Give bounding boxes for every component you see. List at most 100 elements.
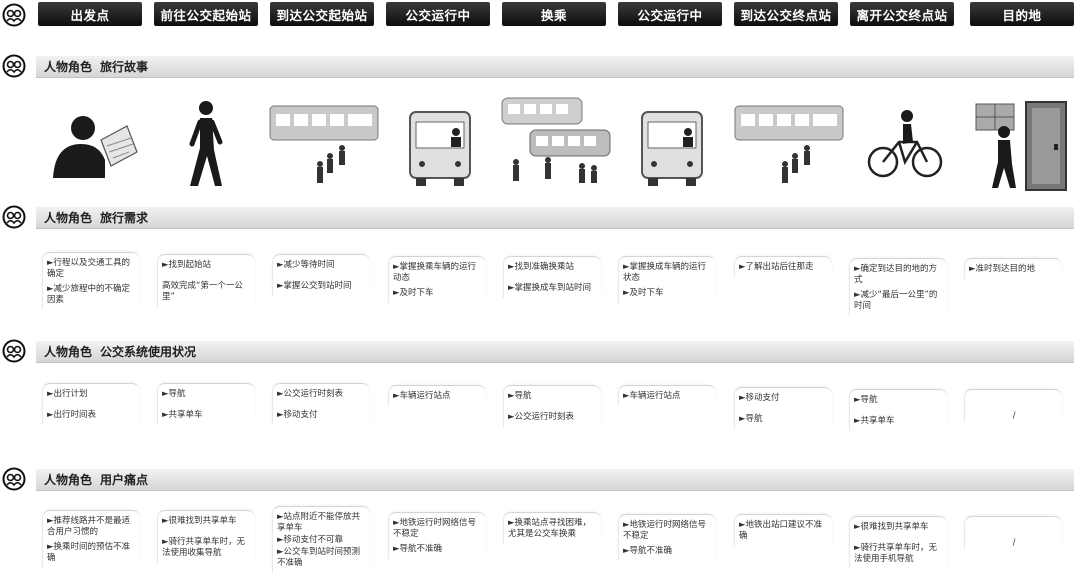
card-line: ►准时到达目的地 <box>969 264 1036 274</box>
card-line: ►出行时间表 <box>47 410 97 420</box>
bus-front-illustration <box>632 94 712 194</box>
card-line: ►公交车到站时间预测不准确 <box>277 547 361 568</box>
card-line: ►导航不准确 <box>623 546 673 556</box>
usage-card-in-transit-1: ►车辆运行站点 <box>388 385 486 406</box>
persona-icon <box>2 3 26 27</box>
bus-front-illustration <box>400 94 480 194</box>
stage-leave-terminal: 离开公交终点站 <box>850 2 954 26</box>
card-line: ►移动支付不可靠 <box>277 535 344 545</box>
card-empty-mark: / <box>1012 538 1016 548</box>
stage-transfer: 换乘 <box>502 2 606 26</box>
needs-card-departure: ►行程以及交通工具的确定 ►减少旅程中的不确定因素 <box>42 252 140 310</box>
card-line: ►减少“最后一公里”的时间 <box>854 290 938 311</box>
needs-card-destination: ►准时到达目的地 <box>964 258 1062 279</box>
card-line: ►导航 <box>739 414 763 424</box>
pain-card-arrive-start-station: ►站点附近不能停放共享单车 ►移动支付不可靠 ►公交车到站时间预测不准确 <box>272 506 370 573</box>
section-header-travel-story: 人物角色 旅行故事 <box>36 56 1074 78</box>
bus-stop-illustration <box>268 94 382 194</box>
stage-destination: 目的地 <box>970 2 1074 26</box>
card-line: ►共享单车 <box>854 416 895 426</box>
card-line: ►车辆运行站点 <box>623 391 681 401</box>
journey-stage-bar: 出发点 前往公交起始站 到达公交起始站 公交运行中 换乘 公交运行中 到达公交终… <box>38 2 1074 26</box>
needs-card-in-transit-2: ►掌握换成车辆的运行状态 ►及时下车 <box>618 256 716 303</box>
card-line: ►掌握公交到站时间 <box>277 281 352 291</box>
card-line: ►很难找到共享单车 <box>854 522 929 532</box>
usage-card-arrive-start-station: ►公交运行时刻表 ►移动支付 <box>272 383 370 425</box>
persona-icon <box>2 339 26 363</box>
card-line: ►确定到达目的地的方式 <box>854 264 938 285</box>
needs-card-transfer: ►找到准确换乘站 ►掌握换成车到站时间 <box>503 256 601 298</box>
needs-card-to-start-station: ►找到起始站 高效完成“第一个一公里” <box>157 254 255 307</box>
usage-card-transfer: ►导航 ►公交运行时刻表 <box>503 385 601 427</box>
card-line: ►地铁出站口建议不准确 <box>739 520 823 541</box>
pain-card-to-start-station: ►很难找到共享单车 ►骑行共享单车时，无法使用收集导航 <box>157 510 255 563</box>
section-persona-label: 人物角色 <box>44 60 93 74</box>
card-line: ►换乘站点寻找困难，尤其是公交车换乘 <box>508 518 592 539</box>
section-header-travel-needs: 人物角色 旅行需求 <box>36 207 1074 229</box>
stage-to-start-station: 前往公交起始站 <box>154 2 258 26</box>
needs-card-arrive-terminal: ►了解出站后往那走 <box>734 256 832 277</box>
bus-stop-illustration <box>733 94 847 194</box>
card-line: ►掌握换成车辆的运行状态 <box>623 262 707 283</box>
reading-map-illustration <box>45 94 145 194</box>
card-line: ►骑行共享单车时，无法使用收集导航 <box>162 537 246 558</box>
card-line: ►减少等待时间 <box>277 260 335 270</box>
section-persona-label: 人物角色 <box>44 211 93 225</box>
usage-card-departure: ►出行计划 ►出行时间表 <box>42 383 140 425</box>
card-line: ►车辆运行站点 <box>393 391 451 401</box>
usage-card-arrive-terminal: ►移动支付 ►导航 <box>734 387 832 429</box>
card-line: ►地铁运行时网络信号不稳定 <box>623 520 707 541</box>
card-line: ►移动支付 <box>277 410 318 420</box>
pain-card-departure: ►推荐线路并不是最适合用户习惯的 ►换乘时间的预估不准确 <box>42 510 140 568</box>
card-line: ►导航 <box>854 395 878 405</box>
section-title: 旅行故事 <box>100 60 149 74</box>
metro-transfer-illustration <box>500 94 612 194</box>
card-line: ►出行计划 <box>47 389 88 399</box>
card-line: ►减少旅程中的不确定因素 <box>47 284 131 305</box>
card-line: ►导航 <box>162 389 186 399</box>
section-persona-label: 人物角色 <box>44 345 93 359</box>
card-line: ►行程以及交通工具的确定 <box>47 258 131 279</box>
stage-in-transit-2: 公交运行中 <box>618 2 722 26</box>
needs-card-in-transit-1: ►掌握换乘车辆的运行动态 ►及时下车 <box>388 256 486 303</box>
card-line: ►移动支付 <box>739 393 780 403</box>
stage-arrive-terminal: 到达公交终点站 <box>734 2 838 26</box>
section-title: 用户痛点 <box>100 473 149 487</box>
card-line: 高效完成“第一个一公里” <box>162 281 243 302</box>
card-line: ►站点附近不能停放共享单车 <box>277 512 361 533</box>
card-line: ►及时下车 <box>623 288 664 298</box>
card-line: ►导航不准确 <box>393 544 443 554</box>
usage-card-leave-terminal: ►导航 ►共享单车 <box>849 389 947 431</box>
persona-icon <box>2 467 26 491</box>
pain-card-leave-terminal: ►很难找到共享单车 ►骑行共享单车时，无法使用手机导航 <box>849 516 947 569</box>
persona-icon <box>2 205 26 229</box>
section-title: 旅行需求 <box>100 211 149 225</box>
door-arrival-illustration <box>970 94 1070 194</box>
section-header-pain-points: 人物角色 用户痛点 <box>36 469 1074 491</box>
card-line: ►换乘时间的预估不准确 <box>47 542 131 563</box>
pain-card-transfer: ►换乘站点寻找困难，尤其是公交车换乘 <box>503 512 601 544</box>
card-line: ►掌握换乘车辆的运行动态 <box>393 262 477 283</box>
card-line: ►公交运行时刻表 <box>508 412 575 422</box>
pain-card-in-transit-2: ►地铁运行时网络信号不稳定 ►导航不准确 <box>618 514 716 561</box>
needs-card-arrive-start-station: ►减少等待时间 ►掌握公交到站时间 <box>272 254 370 296</box>
persona-icon <box>2 54 26 78</box>
cyclist-illustration <box>865 94 945 194</box>
section-title: 公交系统使用状况 <box>100 345 197 359</box>
card-line: ►共享单车 <box>162 410 203 420</box>
card-line: ►推荐线路并不是最适合用户习惯的 <box>47 516 131 537</box>
card-line: ►了解出站后往那走 <box>739 262 814 272</box>
card-line: ►很难找到共享单车 <box>162 516 237 526</box>
needs-card-leave-terminal: ►确定到达目的地的方式 ►减少“最后一公里”的时间 <box>849 258 947 316</box>
stage-arrive-start-station: 到达公交起始站 <box>270 2 374 26</box>
card-line: ►公交运行时刻表 <box>277 389 344 399</box>
usage-card-to-start-station: ►导航 ►共享单车 <box>157 383 255 425</box>
section-header-transit-usage: 人物角色 公交系统使用状况 <box>36 341 1074 363</box>
walking-person-illustration <box>170 94 240 194</box>
card-line: ►找到起始站 <box>162 260 212 270</box>
usage-card-in-transit-2: ►车辆运行站点 <box>618 385 716 406</box>
section-persona-label: 人物角色 <box>44 473 93 487</box>
pain-card-destination: / <box>964 516 1062 549</box>
pain-card-in-transit-1: ►地铁运行时网络信号不稳定 ►导航不准确 <box>388 512 486 559</box>
stage-departure: 出发点 <box>38 2 142 26</box>
